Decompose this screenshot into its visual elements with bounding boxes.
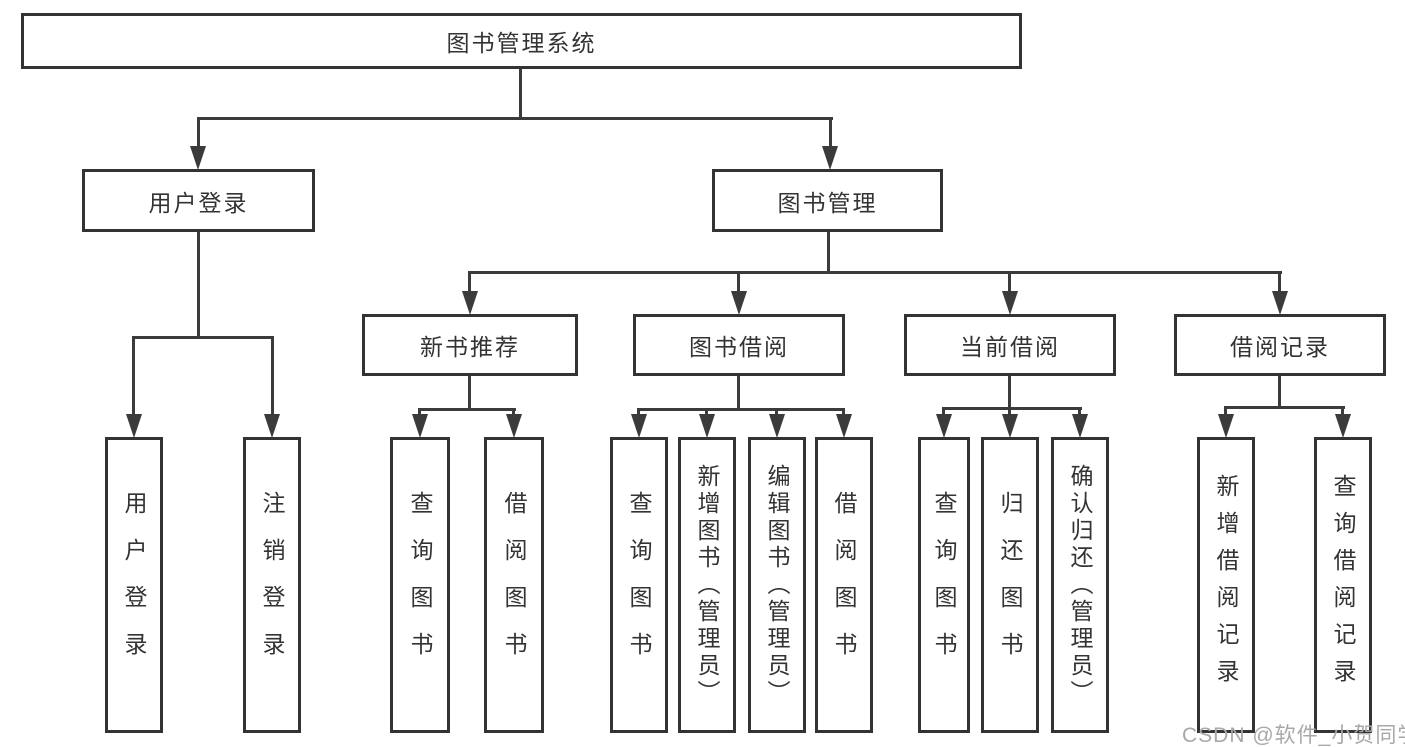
connector-line [468,376,471,410]
csdn-watermark: CSDN @软件_小贺同学 [1182,724,1405,747]
arrow-down-icon [1002,291,1018,315]
connector-line [829,117,832,150]
arrow-down-icon [506,414,522,438]
leaf-borrow-books-1: 借阅图书 [484,437,544,733]
node-label: 查询借阅记录 [1330,474,1356,696]
connector-line [1278,376,1281,408]
node-current-borrow: 当前借阅 [904,314,1116,376]
connector-line [1341,406,1344,416]
arrow-down-icon [769,414,785,438]
node-root-label: 图书管理系统 [446,30,597,56]
arrow-down-icon [1335,414,1351,438]
connector-line [468,271,1282,274]
connector-line [737,376,740,410]
connector-line [1224,406,1345,409]
leaf-query-books-3: 查询图书 [918,437,970,733]
connector-line [418,408,421,416]
node-label: 新增图书（管理员） [694,463,720,707]
arrow-down-icon [936,414,952,438]
arrow-down-icon [731,291,747,315]
leaf-confirm-return-admin: 确认归还（管理员） [1051,437,1109,733]
connector-line [705,408,708,416]
connector-line [1278,271,1281,293]
arrow-down-icon [631,414,647,438]
leaf-edit-books-admin: 编辑图书（管理员） [748,437,806,733]
connector-line [1008,271,1011,293]
node-label: 归还图书 [997,491,1023,679]
arrow-down-icon [822,146,838,170]
connector-line [827,232,830,274]
leaf-query-borrow-record: 查询借阅记录 [1314,437,1372,733]
connector-line [132,336,135,416]
connector-line [1224,406,1227,416]
leaf-logout: 注销登录 [243,437,301,733]
connector-line [197,232,200,336]
node-label: 借阅图书 [831,491,857,679]
connector-line [132,336,273,339]
connector-line [197,117,833,120]
connector-line [775,408,778,416]
arrow-down-icon [462,291,478,315]
leaf-add-books-admin: 新增图书（管理员） [678,437,736,733]
leaf-borrow-books-2: 借阅图书 [815,437,873,733]
arrow-down-icon [264,414,280,438]
node-user-login: 用户登录 [82,169,315,232]
connector-line [842,408,845,416]
node-label: 借阅记录 [1230,334,1330,360]
connector-line [468,271,471,293]
leaf-query-books-1: 查询图书 [390,437,450,733]
node-label: 注销登录 [259,491,285,679]
arrow-down-icon [836,414,852,438]
node-book-borrow: 图书借阅 [633,314,845,376]
connector-line [197,117,200,150]
arrow-down-icon [412,414,428,438]
arrow-down-icon [1072,414,1088,438]
leaf-query-books-2: 查询图书 [610,437,668,733]
node-root: 图书管理系统 [21,13,1022,69]
arrow-down-icon [190,146,206,170]
node-label: 用户登录 [121,491,147,679]
node-label: 当前借阅 [960,334,1060,360]
connector-line [637,408,845,411]
leaf-return-books: 归还图书 [981,437,1039,733]
connector-line [271,336,274,416]
node-label: 查询图书 [931,491,957,679]
leaf-add-borrow-record: 新增借阅记录 [1197,437,1255,733]
node-label: 查询图书 [407,491,433,679]
node-label: 图书借阅 [689,334,789,360]
arrow-down-icon [126,414,142,438]
node-label: 新书推荐 [420,334,520,360]
node-borrow-record: 借阅记录 [1174,314,1386,376]
arrow-down-icon [1272,291,1288,315]
connector-line [1008,376,1011,409]
node-label: 图书管理 [777,189,878,216]
node-label: 确认归还（管理员） [1067,463,1093,707]
arrow-down-icon [1002,414,1018,438]
node-label: 编辑图书（管理员） [764,463,790,707]
node-label: 用户登录 [148,189,249,216]
connector-line [942,407,1082,410]
node-label: 查询图书 [626,491,652,679]
connector-line [637,408,640,416]
node-label: 借阅图书 [501,491,527,679]
connector-line [519,69,522,119]
arrow-down-icon [1218,414,1234,438]
connector-line [1078,407,1081,416]
leaf-user-login: 用户登录 [105,437,163,733]
arrow-down-icon [699,414,715,438]
node-book-management: 图书管理 [712,169,943,232]
connector-line [512,408,515,416]
node-label: 新增借阅记录 [1213,474,1239,696]
connector-line [737,271,740,293]
connector-line [1008,407,1011,416]
connector-line [418,408,516,411]
connector-line [942,407,945,416]
node-new-book-recommend: 新书推荐 [362,314,578,376]
